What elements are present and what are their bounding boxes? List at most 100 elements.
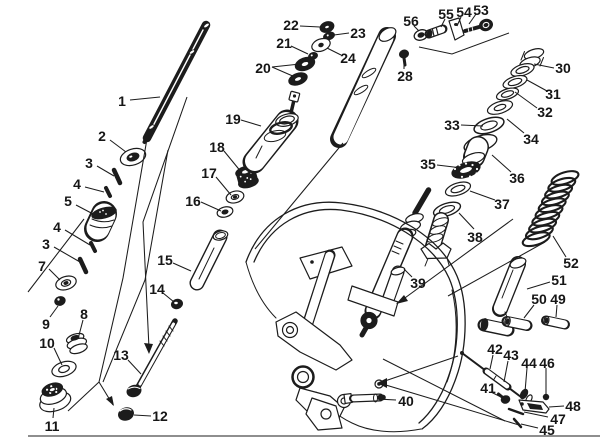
part-number-text: 45	[539, 422, 555, 438]
axle-cluster	[275, 311, 384, 431]
part-bolt-41	[497, 392, 511, 404]
part-nut-46	[542, 393, 550, 401]
assembly-axis-line	[142, 96, 188, 349]
leader-line	[326, 47, 342, 56]
part-number-text: 7	[38, 258, 46, 274]
part-label-11: 11	[45, 407, 60, 434]
leader-line	[162, 292, 175, 303]
part-label-49: 49	[550, 291, 566, 318]
part-label-33: 33	[444, 117, 484, 133]
leader-line	[491, 154, 512, 173]
part-label-12: 12	[133, 408, 168, 424]
part-label-54: 54	[456, 4, 472, 27]
leader-line	[127, 359, 142, 375]
leader-line	[523, 304, 535, 319]
part-number-text: 42	[487, 341, 503, 357]
part-bushing-5	[84, 201, 117, 242]
part-number-text: 38	[467, 229, 483, 245]
part-number-text: 20	[255, 60, 271, 76]
part-number-text: 41	[480, 380, 496, 396]
part-damper-19	[242, 90, 301, 174]
leader-line	[64, 229, 91, 246]
part-label-32: 32	[514, 91, 553, 120]
leader-line	[460, 124, 484, 127]
part-label-19: 19	[225, 111, 262, 127]
leader-line	[215, 176, 232, 196]
part-label-4: 4	[53, 219, 91, 246]
part-label-9: 9	[42, 305, 59, 332]
part-washer-16	[216, 206, 234, 218]
part-label-7: 7	[38, 258, 61, 281]
part-label-46: 46	[539, 355, 555, 394]
assembly-axis-line	[418, 32, 510, 55]
part-rod-13	[126, 318, 178, 398]
part-number-text: 28	[397, 68, 413, 84]
leader-line	[552, 235, 567, 258]
leader-line	[75, 204, 96, 216]
leader-line	[503, 360, 509, 383]
leader-line	[223, 150, 243, 174]
leader-line	[271, 63, 301, 68]
part-bushing-49	[541, 315, 570, 330]
part-number-text: 32	[537, 104, 553, 120]
leader-line	[458, 212, 475, 230]
part-tube-15	[189, 229, 229, 291]
part-number-text: 24	[340, 50, 356, 66]
assembly-axis-line	[98, 132, 149, 383]
part-label-24: 24	[326, 47, 356, 66]
part-number-text: 46	[539, 355, 555, 371]
part-nut-12	[118, 407, 134, 421]
part-number-text: 56	[403, 13, 419, 29]
part-number-text: 19	[225, 111, 241, 127]
part-label-47: 47	[523, 411, 566, 427]
part-number-text: 4	[53, 219, 61, 235]
leader-line	[555, 304, 558, 318]
part-number-text: 40	[398, 393, 414, 409]
part-label-30: 30	[533, 60, 571, 76]
part-number-text: 16	[185, 193, 201, 209]
assembly-axis-line	[447, 241, 546, 297]
leader-line	[440, 18, 446, 28]
leader-line	[172, 262, 192, 272]
leader-line	[506, 118, 525, 134]
part-nut-22	[319, 21, 335, 33]
part-number-text: 11	[45, 418, 60, 434]
part-label-2: 2	[98, 128, 127, 153]
leader-line	[490, 391, 502, 398]
part-label-55: 55	[438, 6, 454, 28]
assembly-axis-line	[102, 149, 169, 383]
part-number-text: 43	[503, 347, 519, 363]
part-number-text: 14	[149, 281, 165, 297]
leader-line	[548, 405, 565, 408]
part-label-20: 20	[255, 60, 301, 78]
part-pin-3a	[111, 167, 123, 186]
leader-line	[436, 164, 463, 169]
part-pin-4b	[89, 241, 97, 253]
leader-line	[240, 119, 262, 127]
leader-line	[49, 305, 59, 318]
leader-line	[299, 25, 321, 28]
part-number-text: 31	[545, 86, 561, 102]
leader-line	[469, 190, 496, 201]
part-pin-4a	[104, 186, 112, 198]
part-ring-23	[323, 31, 335, 41]
part-bearing-stack	[432, 48, 545, 218]
leader-line	[403, 268, 413, 278]
part-label-21: 21	[276, 35, 309, 55]
assembly-axis-line	[27, 218, 85, 293]
part-pin-47	[507, 407, 525, 416]
part-number-text: 47	[550, 411, 566, 427]
part-number-text: 18	[209, 139, 225, 155]
part-number-text: 21	[276, 35, 292, 51]
part-label-3: 3	[85, 155, 115, 177]
part-number-text: 2	[98, 128, 106, 144]
part-spring-seat-8	[65, 332, 88, 355]
leader-line	[53, 347, 63, 366]
part-number-text: 4	[73, 176, 81, 192]
part-number-text: 22	[283, 17, 299, 33]
part-number-text: 50	[531, 291, 547, 307]
assembly-axis-line	[67, 381, 100, 412]
assembly-axis-line	[397, 218, 514, 304]
